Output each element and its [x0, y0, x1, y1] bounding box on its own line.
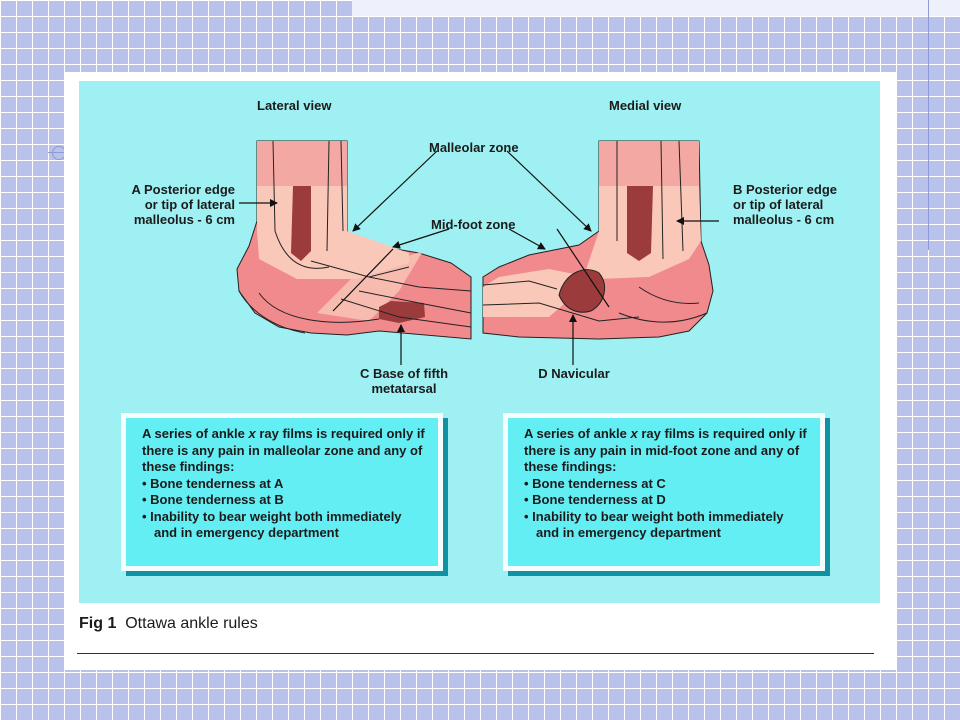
- slide-decoration-strip: [352, 0, 960, 16]
- mid-foot-zone-label: Mid-foot zone: [431, 217, 516, 232]
- leader-lines: [239, 150, 719, 365]
- point-b-label: B Posterior edge or tip of lateral malle…: [733, 182, 838, 227]
- intro-italic-x: x: [248, 426, 256, 441]
- figure-number: Fig 1: [79, 615, 117, 632]
- finding-item: Inability to bear weight both immediatel…: [142, 509, 428, 542]
- intro-text: ray films is required only if there is a…: [142, 426, 425, 474]
- lateral-foot-outline: [238, 290, 306, 334]
- mid-foot-zone-rule-box: A series of ankle x ray films is require…: [503, 413, 825, 571]
- finding-item: Bone tenderness at A: [142, 476, 428, 493]
- finding-item: Bone tenderness at D: [524, 492, 810, 509]
- medial-view-title: Medial view: [609, 98, 682, 113]
- ankle-diagram: Lateral view Medial view Malleolar zone …: [79, 81, 880, 603]
- caption-divider: [77, 653, 874, 654]
- malleolar-findings-list: Bone tenderness at A Bone tenderness at …: [142, 476, 428, 542]
- malleolar-rule-intro: A series of ankle x ray films is require…: [142, 426, 428, 476]
- figure-title: Ottawa ankle rules: [125, 615, 258, 632]
- midfoot-rule-intro: A series of ankle x ray films is require…: [524, 426, 810, 476]
- ankle-illustration: [236, 140, 719, 365]
- slide-decoration-line: [928, 0, 929, 250]
- intro-italic-x: x: [630, 426, 638, 441]
- finding-item: Bone tenderness at C: [524, 476, 810, 493]
- point-c-label: C Base of fifth metatarsal: [359, 366, 449, 396]
- intro-text: A series of ankle: [142, 426, 249, 441]
- malleolar-zone-label: Malleolar zone: [429, 140, 519, 155]
- lateral-view-title: Lateral view: [257, 98, 332, 113]
- intro-text: ray films is required only if there is a…: [524, 426, 807, 474]
- intro-text: A series of ankle: [524, 426, 631, 441]
- lateral-foot: [236, 140, 472, 340]
- midfoot-findings-list: Bone tenderness at C Bone tenderness at …: [524, 476, 810, 542]
- figure-caption: Fig 1 Ottawa ankle rules: [79, 615, 258, 633]
- figure-panel: Lateral view Medial view Malleolar zone …: [64, 72, 896, 670]
- point-d-label: D Navicular: [538, 366, 610, 381]
- malleolar-zone-rule-box: A series of ankle x ray films is require…: [121, 413, 443, 571]
- point-a-label: A Posterior edge or tip of lateral malle…: [131, 182, 235, 227]
- finding-item: Inability to bear weight both immediatel…: [524, 509, 810, 542]
- finding-item: Bone tenderness at B: [142, 492, 428, 509]
- medial-foot: [482, 140, 714, 340]
